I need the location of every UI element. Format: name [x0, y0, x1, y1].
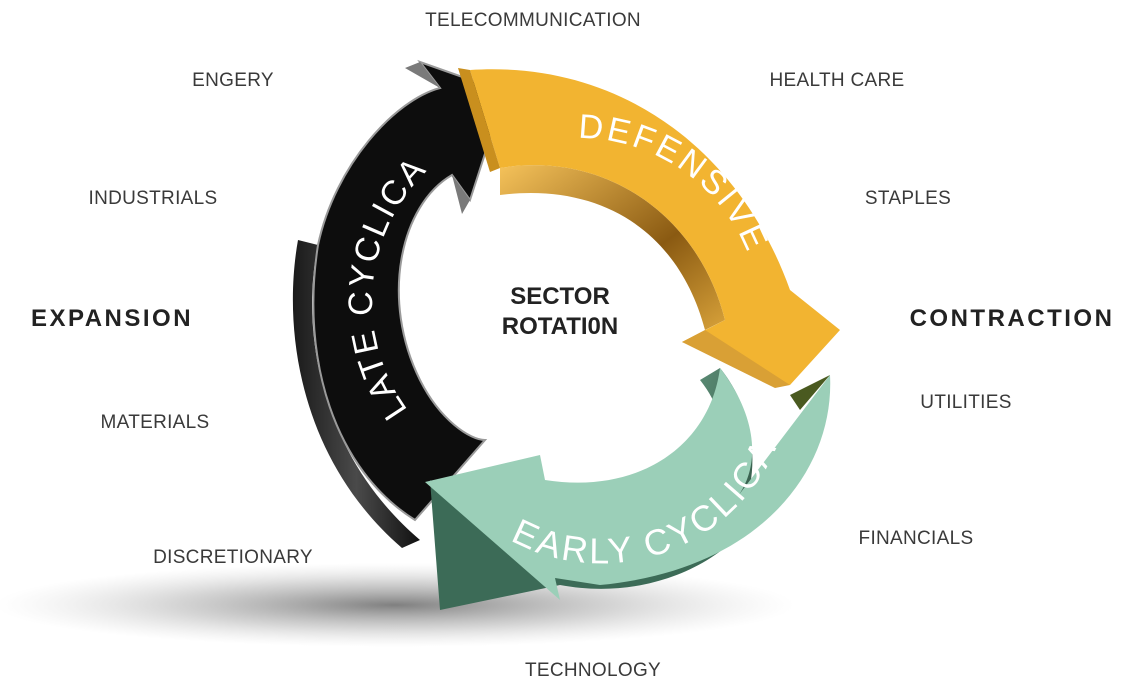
ground-shadow: [0, 563, 795, 647]
late-cyclical-label: LATE CYCLICAL: [0, 0, 434, 427]
defensive-side: [500, 165, 725, 330]
sector-industrials: INDUSTRIALS: [88, 188, 218, 209]
sector-financials: FINANCIALS: [858, 528, 974, 549]
sector-engery: ENGERY: [192, 70, 274, 91]
sector-technology: TECHNOLOGY: [524, 660, 662, 681]
late-cyclical-head-bevel: [405, 62, 470, 214]
sector-health-care: HEALTH CARE: [769, 70, 905, 91]
center-title: SECTOR ROTATI0N: [502, 282, 618, 342]
sector-staples: STAPLES: [864, 188, 952, 209]
sector-materials: MATERIALS: [100, 412, 210, 433]
center-title-line2: ROTATI0N: [501, 313, 619, 340]
early-cyclical-tip: [790, 375, 830, 410]
late-cyclical-side: [292, 240, 420, 548]
defensive-top-bevel: [458, 68, 500, 172]
early-cyclical-arrow: [425, 368, 831, 600]
sector-utilities: UTILITIES: [920, 392, 1012, 413]
defensive-head-bevel: [682, 330, 790, 388]
phase-expansion: EXPANSION: [30, 305, 194, 332]
phase-contraction: CONTRACTION: [909, 305, 1115, 332]
sector-discretionary: DISCRETIONARY: [153, 547, 313, 568]
sector-telecommunication: TELECOMMUNICATION: [425, 10, 641, 31]
defensive-arrow: [470, 69, 840, 386]
early-cyclical-bottom-side: [430, 480, 760, 610]
center-title-line1: SECTOR: [510, 283, 610, 310]
late-cyclical-arrow: [312, 59, 507, 522]
